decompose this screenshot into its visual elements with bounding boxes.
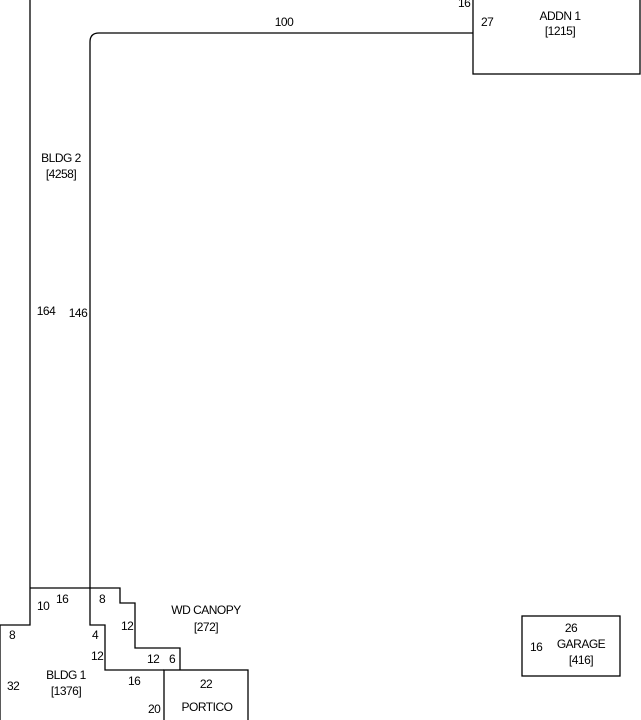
dim-label: 16 xyxy=(128,674,141,688)
dim-label: 20 xyxy=(148,702,161,716)
bldg2-inner-wall xyxy=(89,32,473,588)
bldg1-area: [1376] xyxy=(50,684,82,698)
dim-label: 4 xyxy=(92,628,99,642)
dim-label: 16 xyxy=(458,0,471,10)
portico-label: PORTICO xyxy=(181,700,233,714)
dim-label: 8 xyxy=(99,592,106,606)
dim-label: 27 xyxy=(481,15,494,29)
dim-label: 32 xyxy=(7,679,20,693)
bldg1-label: BLDG 1 xyxy=(46,668,86,682)
addn1-outline xyxy=(472,0,641,75)
canopy-outline xyxy=(90,587,181,670)
garage-area: [416] xyxy=(568,653,594,667)
dim-label: 6 xyxy=(169,652,176,666)
bldg1-outline xyxy=(0,587,164,720)
wd-canopy-area: [272] xyxy=(193,620,219,634)
dim-label: 16 xyxy=(56,592,69,606)
dim-label: 100 xyxy=(274,15,294,29)
addn1-area: [1215] xyxy=(544,24,576,38)
dim-label: 12 xyxy=(121,619,134,633)
dim-label: 22 xyxy=(199,677,213,691)
dim-label: 164 xyxy=(36,304,56,318)
dim-label: 12 xyxy=(147,652,160,666)
garage-label: GARAGE xyxy=(556,637,606,651)
dim-label: 26 xyxy=(564,621,578,635)
addn1-label: ADDN 1 xyxy=(539,9,581,23)
bldg2-area: [4258] xyxy=(45,167,77,181)
dim-label: 12 xyxy=(91,649,104,663)
portico-outline xyxy=(163,669,249,720)
dim-label: 8 xyxy=(9,628,16,642)
dim-label: 16 xyxy=(530,640,543,654)
garage-outline xyxy=(521,615,621,677)
dim-label: 10 xyxy=(37,599,50,613)
bldg2-label: BLDG 2 xyxy=(41,151,81,165)
wd-canopy-label: WD CANOPY xyxy=(171,603,241,617)
dim-label: 146 xyxy=(68,306,88,320)
